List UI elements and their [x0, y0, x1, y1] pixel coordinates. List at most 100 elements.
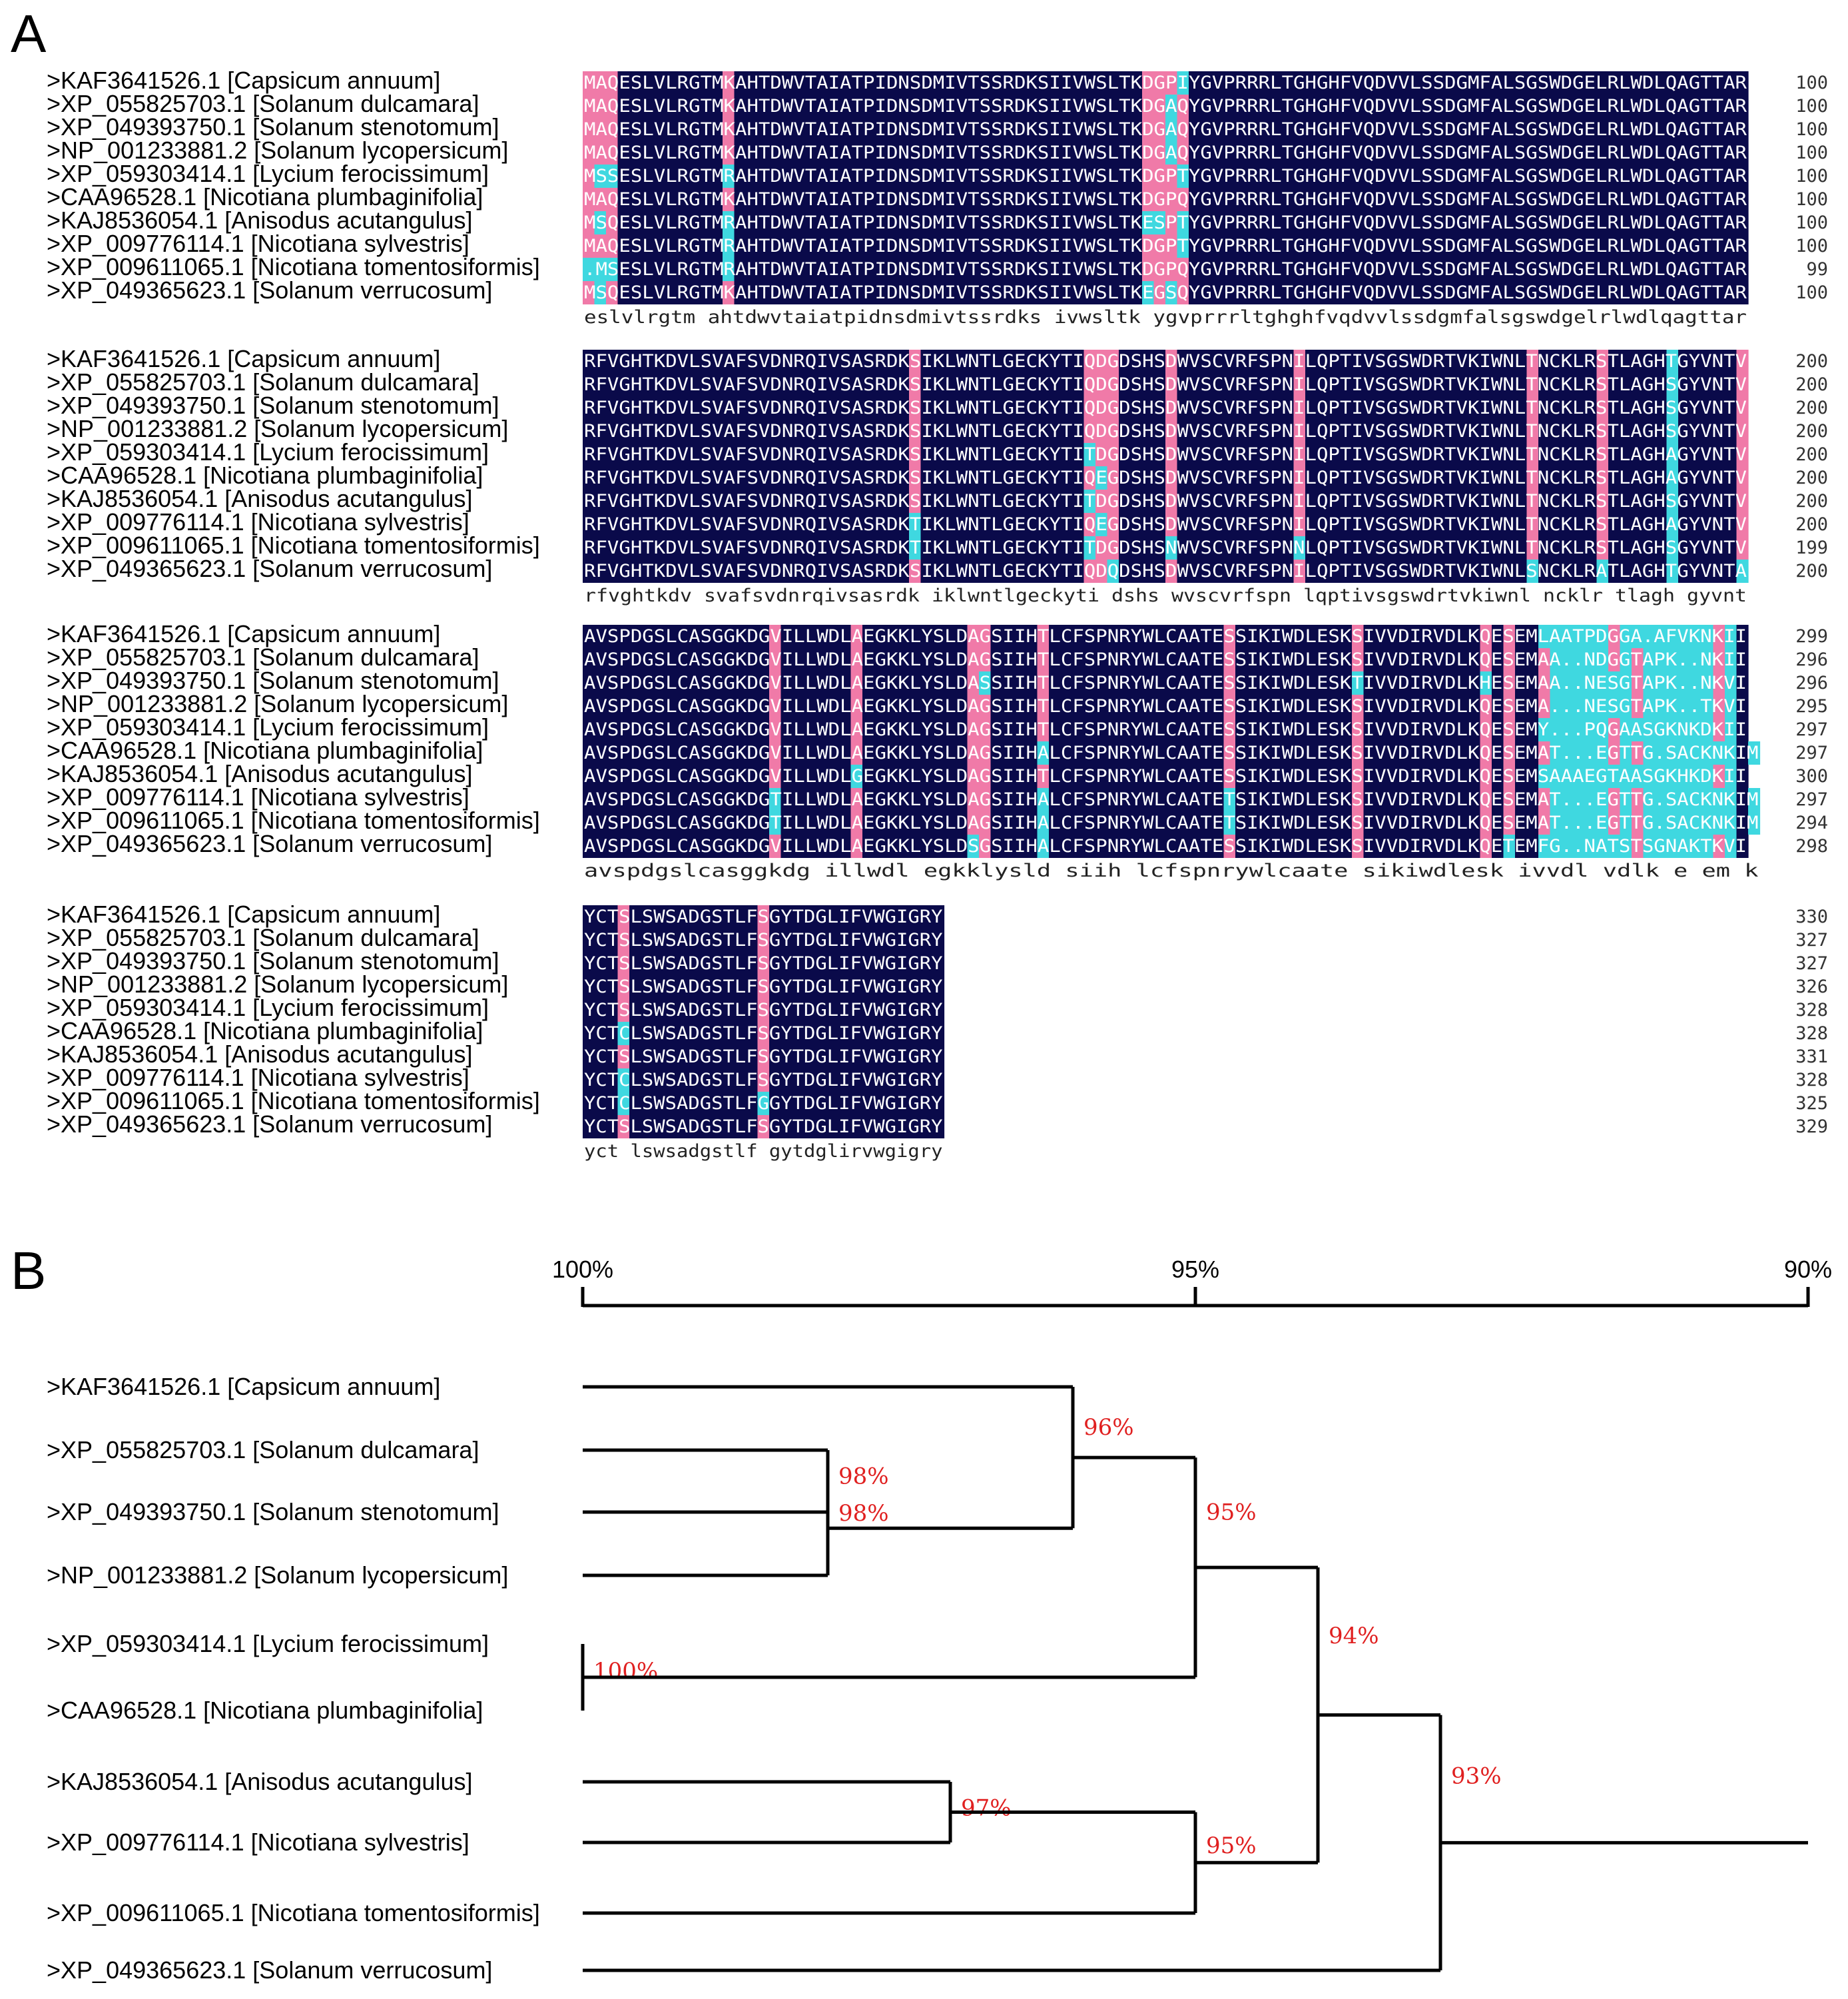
residue-cell	[1725, 165, 1737, 188]
residue-cell	[1329, 95, 1341, 118]
tree-leaf-label: >XP_009776114.1 [Nicotiana sylvestris]	[47, 1828, 469, 1856]
residue-count: 329	[1795, 1116, 1828, 1137]
residue-cell	[1433, 95, 1446, 118]
residue-cell	[1608, 188, 1621, 211]
residue-cell	[1596, 95, 1609, 118]
residue-cell	[1037, 118, 1050, 141]
residue-cell	[583, 211, 595, 234]
residue-cell	[979, 141, 992, 165]
residue-cell	[583, 95, 595, 118]
sequence-row: RFVGHTKDVLSVAFSVDNRQIVSASRDKTIKLWNTLGECK…	[584, 538, 1747, 558]
residue-cell	[1526, 188, 1539, 211]
residue-cell	[1515, 71, 1528, 95]
residue-cell	[1503, 165, 1516, 188]
residue-cell	[1119, 95, 1131, 118]
residue-cell	[1153, 165, 1166, 188]
residue-cell	[1189, 211, 1201, 234]
residue-cell	[1002, 234, 1015, 258]
species-label: >KAF3641526.1 [Capsicum annuum]	[47, 67, 440, 94]
residue-cell	[1503, 211, 1516, 234]
residue-cell	[1130, 165, 1143, 188]
residue-cell	[699, 95, 712, 118]
residue-count: 200	[1795, 351, 1828, 372]
residue-cell	[979, 118, 992, 141]
residue-cell	[1433, 141, 1446, 165]
residue-cell	[897, 141, 910, 165]
residue-cell	[1398, 188, 1411, 211]
residue-cell	[734, 234, 747, 258]
residue-cell	[804, 234, 816, 258]
residue-cell	[792, 95, 805, 118]
residue-cell	[1503, 71, 1516, 95]
residue-cell	[1422, 95, 1434, 118]
residue-cell	[1445, 71, 1458, 95]
residue-cell	[944, 118, 956, 141]
residue-cell	[967, 141, 980, 165]
residue-cell	[594, 188, 607, 211]
node-identity-label: 95%	[1206, 1499, 1257, 1526]
residue-cell	[897, 165, 910, 188]
residue-cell	[1177, 95, 1189, 118]
residue-cell	[769, 71, 782, 95]
residue-cell	[746, 71, 759, 95]
residue-cell	[1363, 95, 1376, 118]
residue-cell	[1422, 118, 1434, 141]
residue-cell	[1573, 118, 1586, 141]
sequence-row: RFVGHTKDVLSVAFSVDNRQIVSASRDKSIKLWNTLGECK…	[584, 351, 1747, 372]
residue-cell	[1165, 165, 1178, 188]
residue-cell	[1270, 165, 1283, 188]
residue-cell	[1736, 165, 1749, 188]
residue-cell	[909, 95, 922, 118]
residue-cell	[734, 211, 747, 234]
residue-cell	[1643, 188, 1656, 211]
residue-cell	[1002, 118, 1015, 141]
sequence-row: .MSESLVLRGTMRAHTDWVTAIATPIDNSDMIVTSSRDKS…	[584, 259, 1747, 280]
residue-count: 296	[1795, 673, 1828, 693]
residue-cell	[932, 141, 945, 165]
residue-cell	[1037, 165, 1050, 188]
consensus-row: eslvlrgtm ahtdwvtaiatpidnsdmivtssrdks iv…	[584, 307, 1747, 328]
residue-cell	[629, 211, 642, 234]
residue-cell	[1386, 95, 1399, 118]
residue-cell	[1189, 118, 1201, 141]
residue-cell	[804, 71, 816, 95]
residue-cell	[1340, 71, 1353, 95]
residue-cell	[1655, 188, 1668, 211]
residue-cell	[1095, 118, 1108, 141]
residue-cell	[687, 71, 700, 95]
residue-cell	[1655, 118, 1668, 141]
residue-cell	[653, 234, 665, 258]
residue-cell	[1620, 118, 1632, 141]
residue-cell	[1270, 211, 1283, 234]
residue-cell	[1072, 211, 1085, 234]
residue-cell	[944, 211, 956, 234]
sequence-row: MSQESLVLRGTMKAHTDWVTAIATPIDNSDMIVTSSRDKS…	[584, 282, 1747, 303]
residue-cell	[804, 188, 816, 211]
residue-cell	[1701, 118, 1714, 141]
residue-cell	[816, 71, 828, 95]
residue-cell	[850, 211, 863, 234]
sequence-row: MAQESLVLRGTMKAHTDWVTAIATPIDNSDMIVTSSRDKS…	[584, 73, 1747, 93]
residue-cell	[1235, 71, 1248, 95]
residue-cell	[850, 141, 863, 165]
residue-count: 200	[1795, 491, 1828, 512]
residue-cell	[1643, 95, 1656, 118]
residue-cell	[1526, 211, 1539, 234]
residue-cell	[1189, 141, 1201, 165]
residue-cell	[1002, 71, 1015, 95]
residue-cell	[816, 165, 828, 188]
residue-cell	[1317, 188, 1329, 211]
residue-cell	[664, 188, 677, 211]
residue-cell	[723, 211, 735, 234]
residue-cell	[1014, 141, 1026, 165]
residue-cell	[886, 71, 898, 95]
residue-cell	[676, 165, 689, 188]
sequence-row: AVSPDGSLCASGGKDGTILLWDLAEGKKLYSLDAGSIIHA…	[584, 813, 1759, 833]
residue-cell	[594, 165, 607, 188]
residue-cell	[909, 141, 922, 165]
residue-cell	[944, 95, 956, 118]
residue-cell	[827, 211, 840, 234]
residue-cell	[1235, 95, 1248, 118]
residue-count: 200	[1795, 514, 1828, 535]
residue-cell	[1492, 165, 1504, 188]
